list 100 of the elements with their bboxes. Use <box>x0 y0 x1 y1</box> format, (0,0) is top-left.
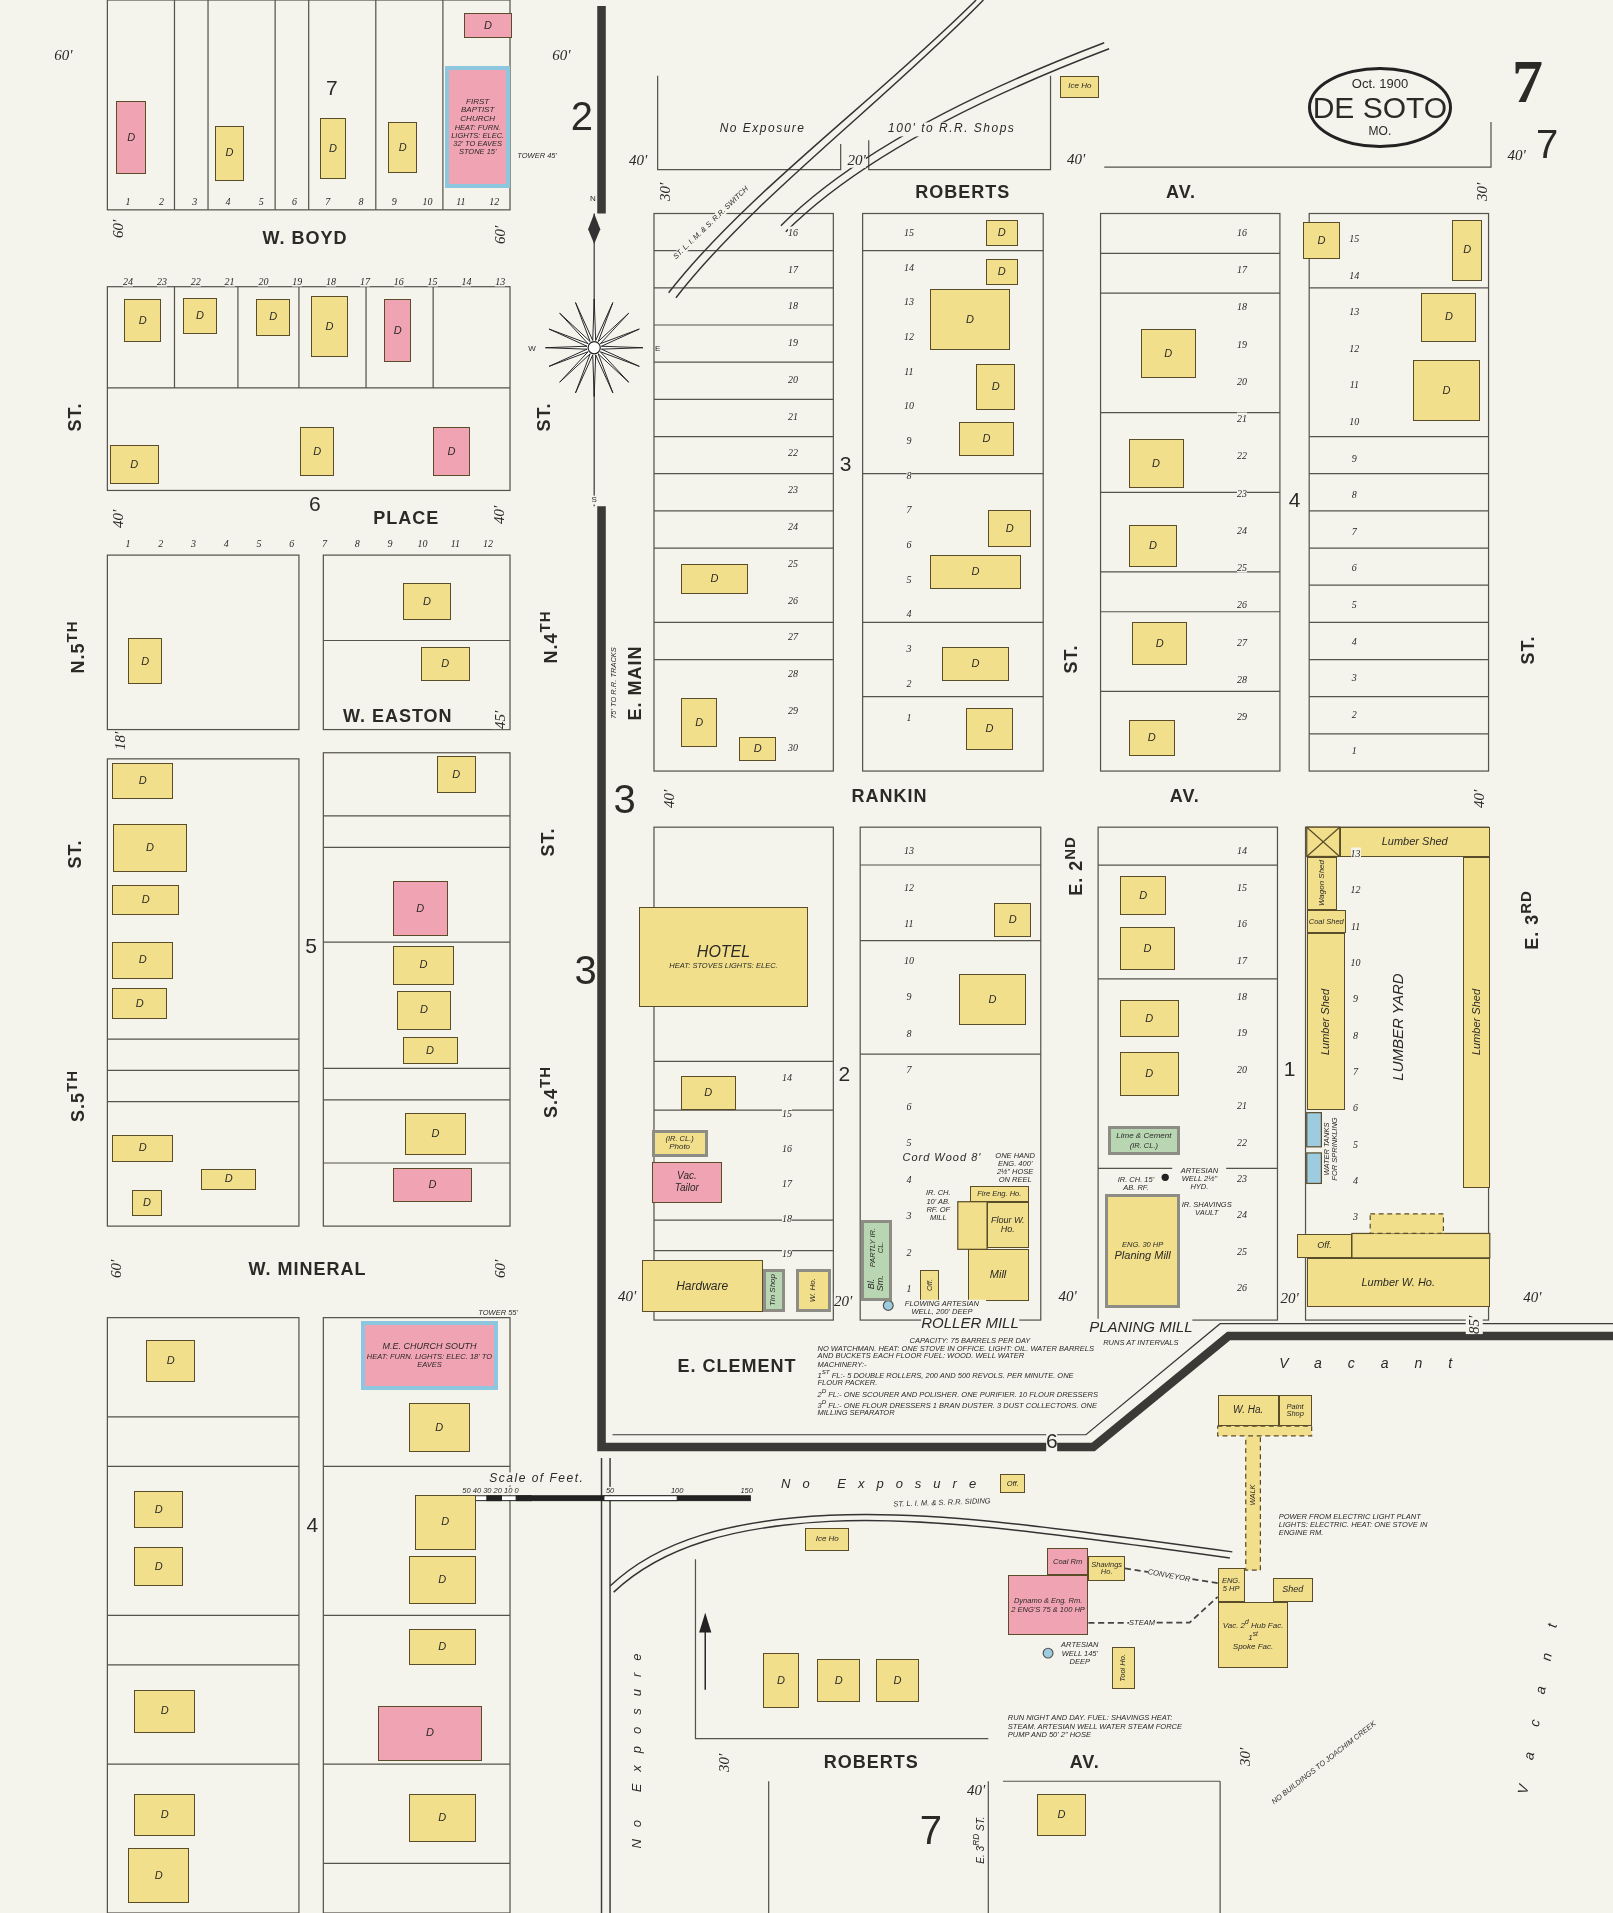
building <box>109 445 159 485</box>
building <box>408 1793 476 1843</box>
lot-number: 22 <box>1237 449 1248 461</box>
lot-number: 13 <box>1349 305 1360 317</box>
building-label: D <box>1317 234 1326 247</box>
lot-number: 18 <box>326 275 337 287</box>
building-label: D <box>130 459 139 471</box>
lot-number: 28 <box>788 667 799 679</box>
lot-number: 8 <box>906 1027 912 1039</box>
building <box>405 1112 467 1156</box>
building-label: Ice Ho <box>815 1534 839 1544</box>
building-label: D <box>154 1870 163 1882</box>
building-label: Mill <box>989 1269 1007 1281</box>
building-label: D <box>141 894 150 906</box>
lot-number: 22 <box>1237 1136 1248 1148</box>
building <box>402 583 452 620</box>
building-label: D <box>431 1128 440 1140</box>
building <box>201 1168 257 1190</box>
building <box>1217 1394 1279 1427</box>
building <box>392 945 454 985</box>
building-label: FIRST BAPTIST CHURCH <box>459 98 496 124</box>
building <box>112 1134 174 1162</box>
building-label: D <box>138 314 147 327</box>
lot-number: 9 <box>906 990 912 1002</box>
building <box>1303 222 1340 259</box>
lot-number: 5 <box>1351 598 1357 610</box>
building-label: D <box>971 657 980 670</box>
building <box>970 1185 1029 1202</box>
building <box>1306 910 1346 934</box>
building <box>256 298 291 336</box>
building-label: D <box>1164 348 1173 360</box>
building-label: D <box>154 1503 163 1516</box>
building-label: D <box>135 997 144 1010</box>
lot-number: 7 <box>321 537 327 549</box>
building-label: D <box>269 311 278 323</box>
building <box>1000 1473 1025 1494</box>
lot-number: 14 <box>781 1071 792 1083</box>
church-building <box>361 1321 498 1390</box>
building-label: D <box>141 655 150 668</box>
brick-building <box>392 1167 473 1202</box>
lot-number: 15 <box>781 1107 792 1118</box>
lot-number: 1 <box>125 537 131 549</box>
building-label: D <box>1139 889 1148 902</box>
lot-number: 8 <box>1353 1029 1359 1041</box>
building-label: D <box>484 19 492 32</box>
building-label: D <box>695 716 704 729</box>
building <box>388 122 418 174</box>
lot-number: 25 <box>1237 561 1248 573</box>
building-label: HOTEL <box>696 943 751 961</box>
building-label: D <box>997 266 1006 278</box>
lot-number: 20 <box>1237 375 1248 387</box>
building-label: D <box>1442 384 1451 397</box>
building-label: D <box>1145 1067 1154 1080</box>
building-label: D <box>1008 914 1017 926</box>
lot-number: 28 <box>1237 673 1248 685</box>
lot-number: 18 <box>788 299 799 311</box>
building <box>985 219 1018 247</box>
compass-letter: N <box>590 194 596 204</box>
building-label: D <box>1444 311 1453 323</box>
building <box>1132 622 1188 665</box>
building-label: D <box>1463 244 1472 256</box>
lot-number: 10 <box>1349 415 1360 427</box>
building <box>1128 524 1178 568</box>
building-label: D <box>313 445 322 458</box>
lot-number: 2 <box>906 1246 912 1258</box>
site-name: ROLLER MILL <box>921 1314 1019 1331</box>
building <box>408 1403 470 1452</box>
lot-number: 1 <box>906 711 912 723</box>
lot-number: 2 <box>1351 708 1357 720</box>
building-label: Lumber Shed <box>1381 836 1448 848</box>
building <box>1120 1051 1179 1096</box>
brick-building <box>392 880 448 936</box>
building-label: D <box>438 1574 447 1586</box>
lot-number: 23 <box>1237 487 1248 499</box>
lot-number: 24 <box>1237 1208 1248 1220</box>
building-label: D <box>982 433 991 445</box>
brick-building <box>1046 1548 1089 1576</box>
lot-number: 13 <box>495 275 506 287</box>
lot-number: 26 <box>788 594 799 606</box>
building <box>988 510 1031 547</box>
lot-number: 20 <box>1237 1063 1248 1075</box>
lot-number: 15 <box>904 226 914 238</box>
building-label: D <box>893 1674 902 1687</box>
lot-number: 11 <box>456 195 466 207</box>
iron-clad-building <box>1105 1194 1180 1308</box>
lot-number: 17 <box>359 275 370 287</box>
building-label: D <box>138 954 147 966</box>
building <box>311 296 348 358</box>
building-label: D <box>452 769 461 781</box>
building-label: D <box>138 775 147 787</box>
lot-number: 5 <box>256 537 262 549</box>
lot-number: 13 <box>1350 847 1361 859</box>
lot-number: 16 <box>788 226 799 238</box>
building-label: D <box>438 1812 447 1824</box>
lot-number: 5 <box>1353 1138 1359 1150</box>
building <box>1451 219 1483 281</box>
building-label: D <box>138 1142 147 1154</box>
lot-number: 6 <box>289 537 295 549</box>
map-note: Cord Wood 8' <box>902 1150 982 1163</box>
iron-clad-building <box>795 1268 831 1312</box>
